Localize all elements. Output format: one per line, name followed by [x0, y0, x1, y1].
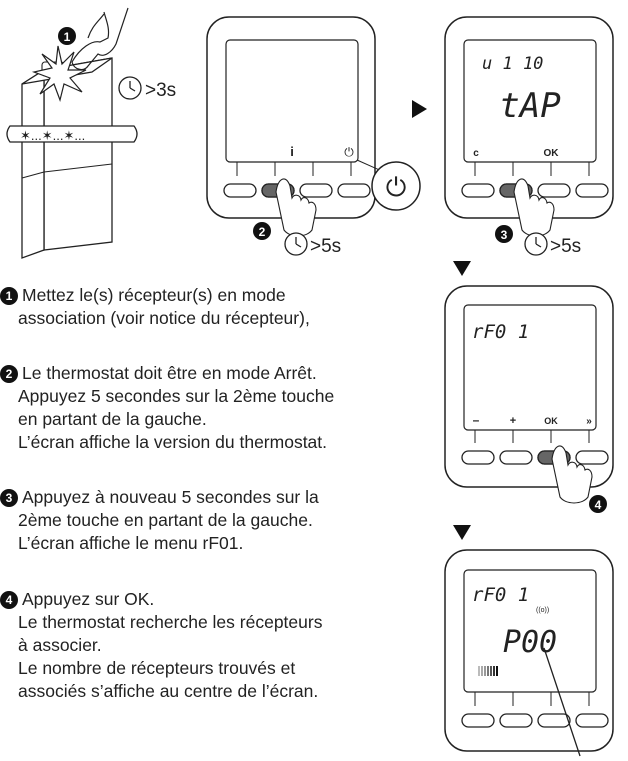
lcd-screen [463, 569, 597, 693]
step-line: L’écran affiche le menu rF01. [18, 533, 244, 553]
button-flash [31, 45, 87, 103]
callout-1-number: 1 [64, 30, 71, 44]
step-2-badge: 2 [0, 365, 18, 383]
step-line: en partant de la gauche. [18, 409, 207, 429]
thermostat-3: rF0 1 – + OK » [444, 285, 614, 504]
lcd-screen [463, 304, 597, 431]
pressing-hand [71, 7, 129, 71]
callout-3-number: 3 [501, 228, 508, 242]
power-zoom-icon: ⏻ [386, 172, 407, 202]
blink-pattern-text: ✶...✶...✶... [20, 128, 85, 143]
minus-label: – [473, 413, 480, 427]
press-duration-1: >3s [145, 80, 176, 101]
step-line: Appuyez sur OK. [22, 589, 155, 609]
ok-label: OK [544, 148, 560, 159]
step-line: Mettez le(s) récepteur(s) en mode [22, 285, 286, 305]
power-zoom-circle [371, 161, 421, 211]
fast-forward-label: » [586, 416, 592, 427]
power-label: ⏻ [344, 145, 354, 159]
receiver-count: P00 [503, 625, 557, 660]
callout-1-badge [58, 27, 76, 45]
c-label: c [473, 148, 479, 159]
timer-clock-icon [284, 232, 308, 256]
lcd-screen [225, 39, 359, 163]
step-line: L’écran affiche la version du thermostat… [18, 432, 328, 452]
step-3-badge: 3 [0, 489, 18, 507]
step-line: Le nombre de récepteurs trouvés et [18, 658, 296, 678]
callout-4-badge [589, 495, 607, 513]
plus-label: + [510, 415, 516, 427]
lcd-screen [463, 39, 597, 163]
step-1-badge: 1 [0, 287, 18, 305]
step-line: Appuyez 5 secondes sur la 2ème touche [18, 386, 335, 406]
step-line: association (voir notice du récepteur), [18, 308, 310, 328]
thermostat-1: i ⏻ [206, 16, 376, 237]
step-line: Appuyez à nouveau 5 secondes sur la [22, 487, 319, 507]
receiver-module [21, 57, 113, 259]
step-line: à associer. [18, 635, 102, 655]
timer-clock-icon [524, 232, 548, 256]
step-line: 2ème touche en partant de la gauche. [18, 510, 313, 530]
callout-2-number: 2 [259, 225, 266, 239]
step-line: associés s’affiche au centre de l’écran. [18, 681, 319, 701]
timer-clock-icon [118, 76, 142, 100]
ok-label: OK [544, 416, 558, 426]
callout-3-badge [495, 225, 513, 243]
thermostat-4: rF0 1 ((o)) P00 [444, 549, 614, 752]
info-label: i [290, 144, 294, 159]
step-4-badge: 4 [0, 591, 18, 609]
menu-code: rF0 1 [472, 584, 529, 606]
step-line: Le thermostat recherche les récepteurs [18, 612, 323, 632]
radio-signal-icon: ((o)) [536, 607, 549, 614]
firmware-version: u 1 10 [482, 54, 543, 74]
callout-2-badge [253, 222, 271, 240]
step-line: Le thermostat doit être en mode Arrêt. [22, 363, 317, 383]
progress-bar-icon [478, 666, 498, 676]
arrow-right-icon [412, 100, 427, 118]
press-duration-2: >5s [310, 236, 341, 257]
arrow-down-icon [453, 525, 471, 540]
menu-code: rF0 1 [472, 321, 529, 343]
press-duration-3: >5s [550, 236, 581, 257]
callout-4-number: 4 [595, 498, 602, 512]
lcd-main-text: tAP [499, 86, 560, 126]
thermostat-2: u 1 10 tAP c OK [444, 16, 614, 237]
arrow-down-icon [453, 261, 471, 276]
blink-indicator: ✶...✶...✶... [6, 125, 138, 143]
count-pointer-line [543, 647, 581, 757]
